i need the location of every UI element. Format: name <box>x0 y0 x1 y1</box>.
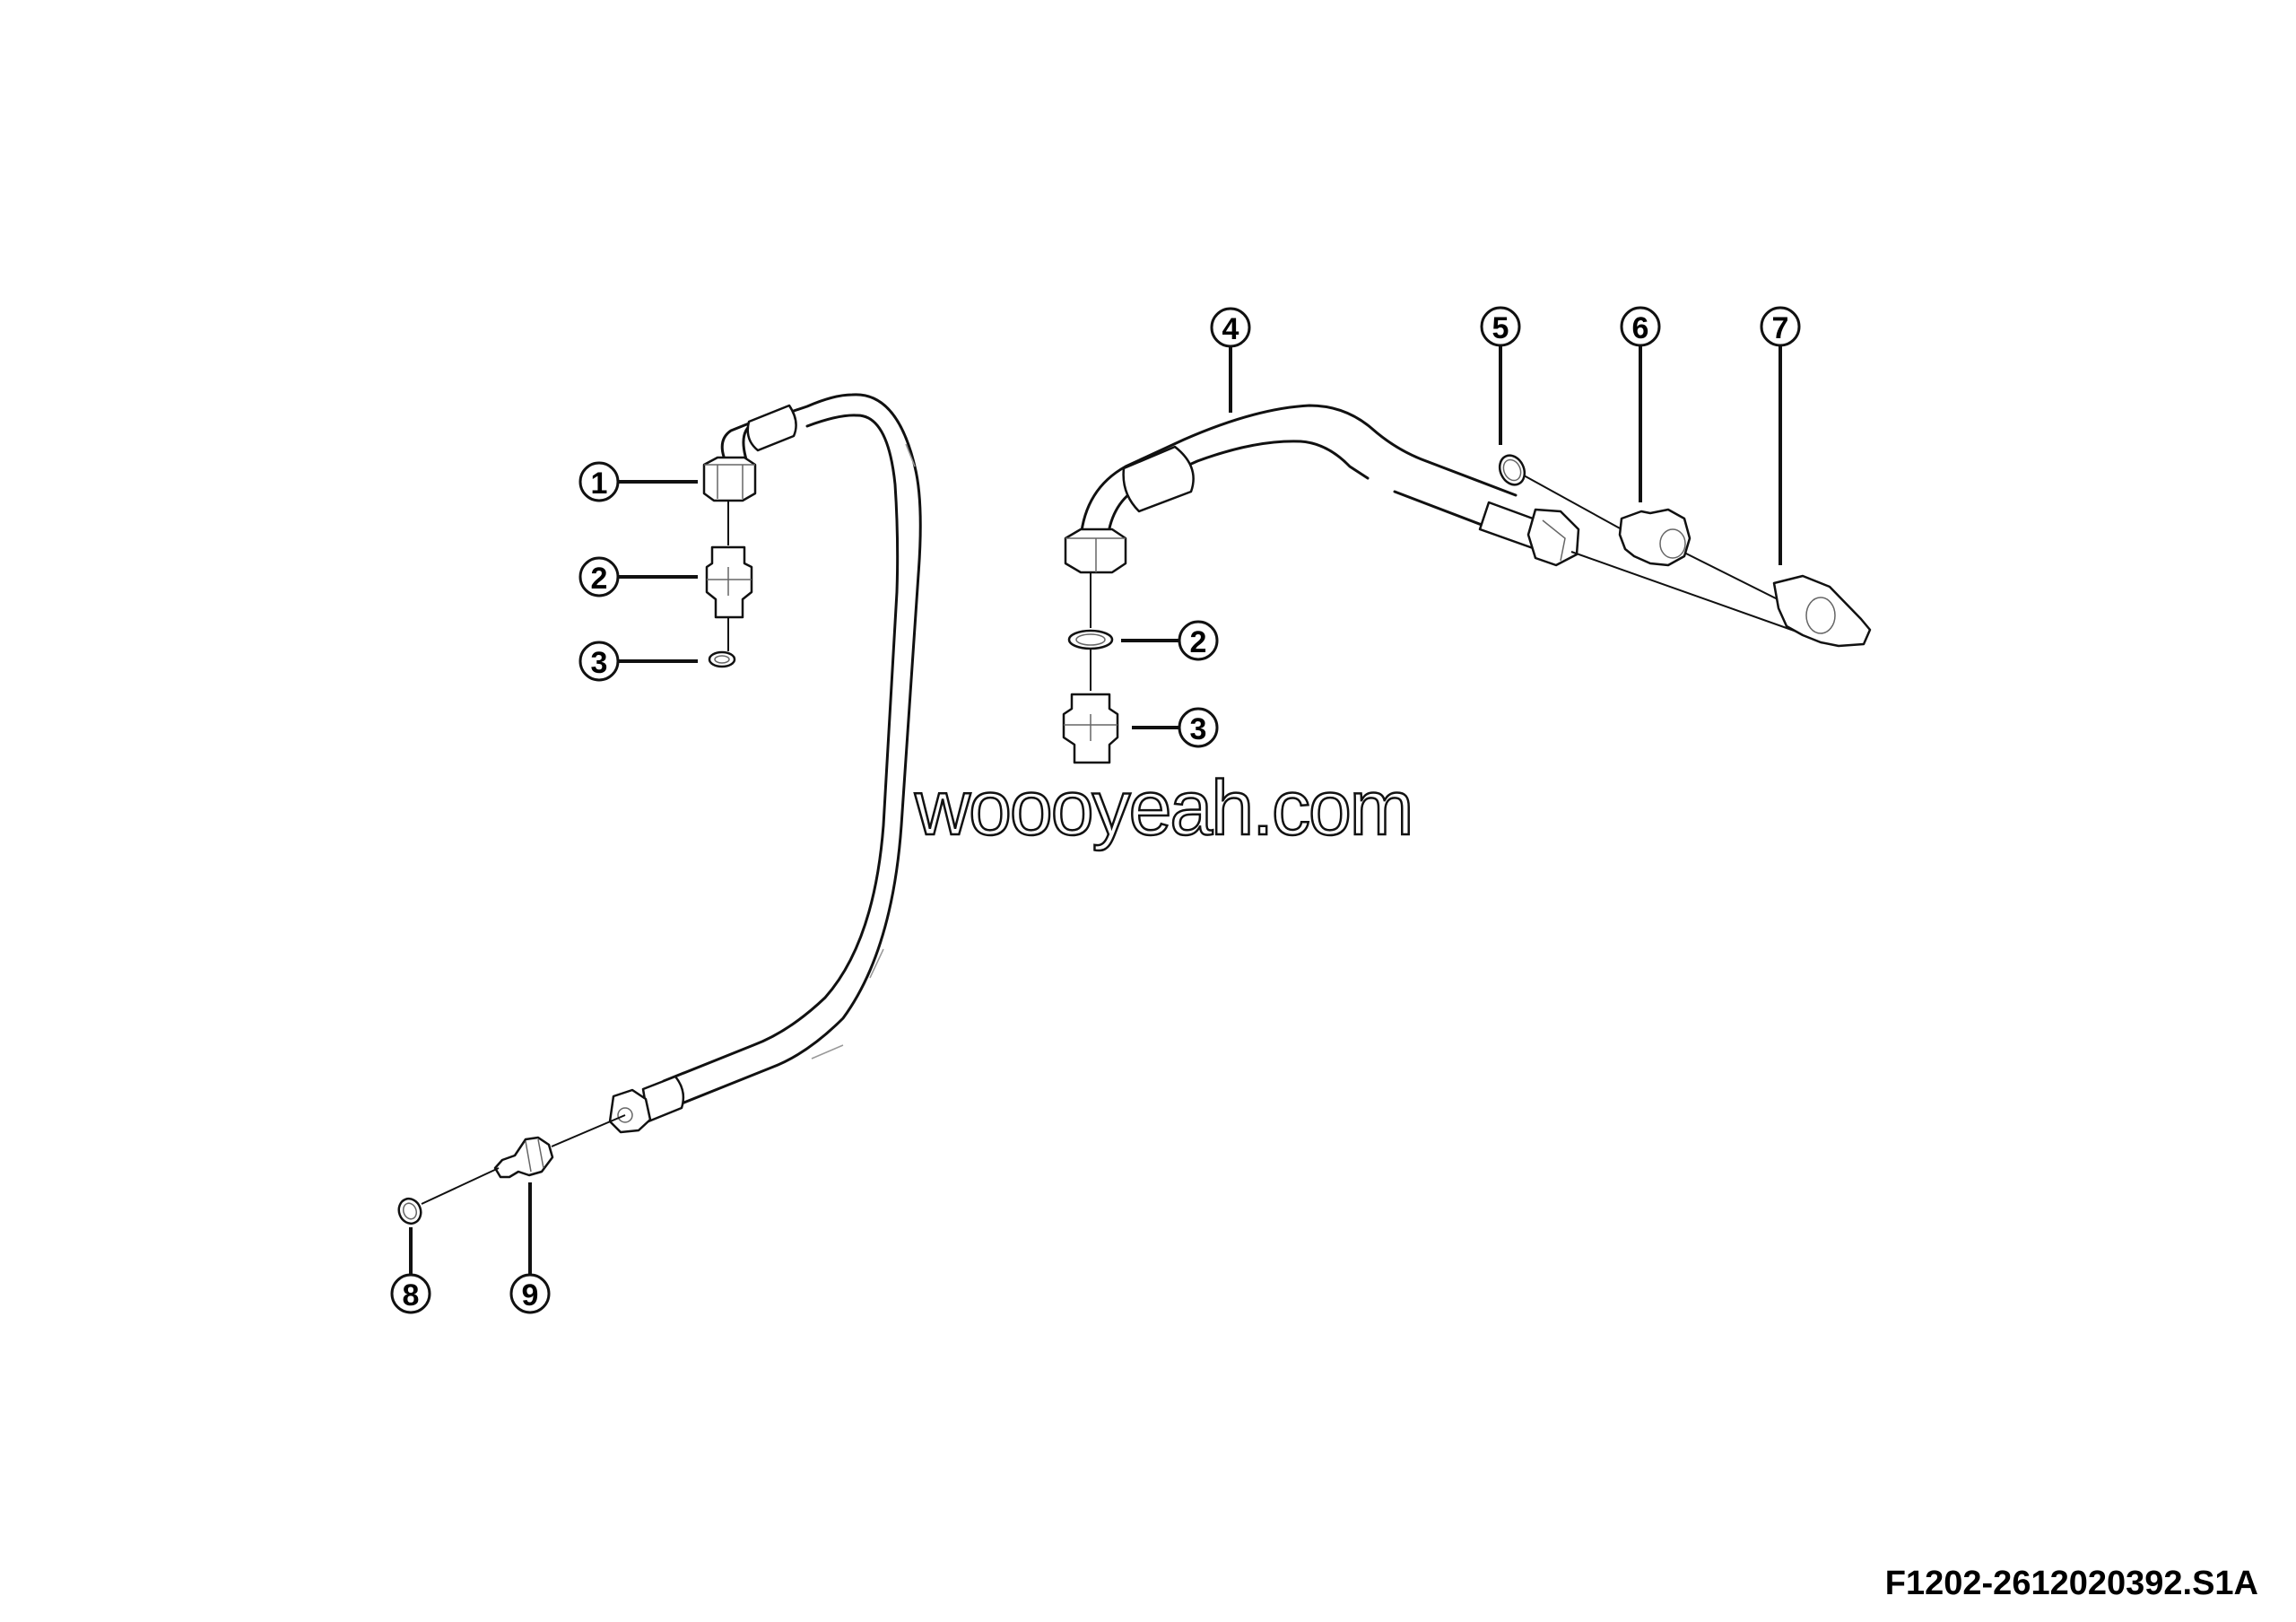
left-pipe-top-sleeve <box>746 404 797 452</box>
svg-text:3: 3 <box>591 646 608 680</box>
right-pipe-inner <box>1106 440 1495 540</box>
leader-lines <box>409 344 1782 1276</box>
svg-text:4: 4 <box>1222 312 1239 346</box>
right-pipe-sleeve <box>1122 445 1195 513</box>
callout-2-right: 2 <box>1178 620 1219 661</box>
callout-3-left: 3 <box>578 641 620 682</box>
callout-5: 5 <box>1480 306 1521 347</box>
part-2-adapter <box>705 545 753 619</box>
svg-text:7: 7 <box>1772 311 1789 345</box>
callout-3-right: 3 <box>1178 707 1219 748</box>
figure-id: F1202-2612020392.S1A <box>1884 1565 2258 1602</box>
svg-text:2: 2 <box>591 562 608 596</box>
callout-8: 8 <box>390 1273 431 1314</box>
right-pipe-assembly <box>1062 404 1872 764</box>
callout-4: 4 <box>1210 307 1251 348</box>
part-1-hex-nut <box>702 456 757 502</box>
left-pipe-outer <box>680 393 922 1105</box>
svg-text:3: 3 <box>1190 712 1207 746</box>
callout-1: 1 <box>578 461 620 502</box>
callout-7: 7 <box>1760 306 1801 347</box>
callout-6: 6 <box>1620 306 1661 347</box>
svg-text:9: 9 <box>522 1278 539 1312</box>
left-pipe-bottom-sleeve <box>641 1075 685 1123</box>
watermark: woooyeah.com <box>914 765 1412 851</box>
callout-9: 9 <box>509 1273 551 1314</box>
callout-2-left: 2 <box>578 556 620 597</box>
svg-text:6: 6 <box>1632 311 1649 345</box>
left-pipe-inner <box>662 414 900 1083</box>
left-pipe-assembly <box>397 393 922 1225</box>
part-9-fitting <box>493 1136 554 1179</box>
svg-text:8: 8 <box>403 1278 420 1312</box>
svg-text:1: 1 <box>591 467 608 501</box>
svg-text:5: 5 <box>1492 311 1509 345</box>
right-pipe-outer <box>1079 404 1518 540</box>
svg-text:2: 2 <box>1190 625 1207 659</box>
